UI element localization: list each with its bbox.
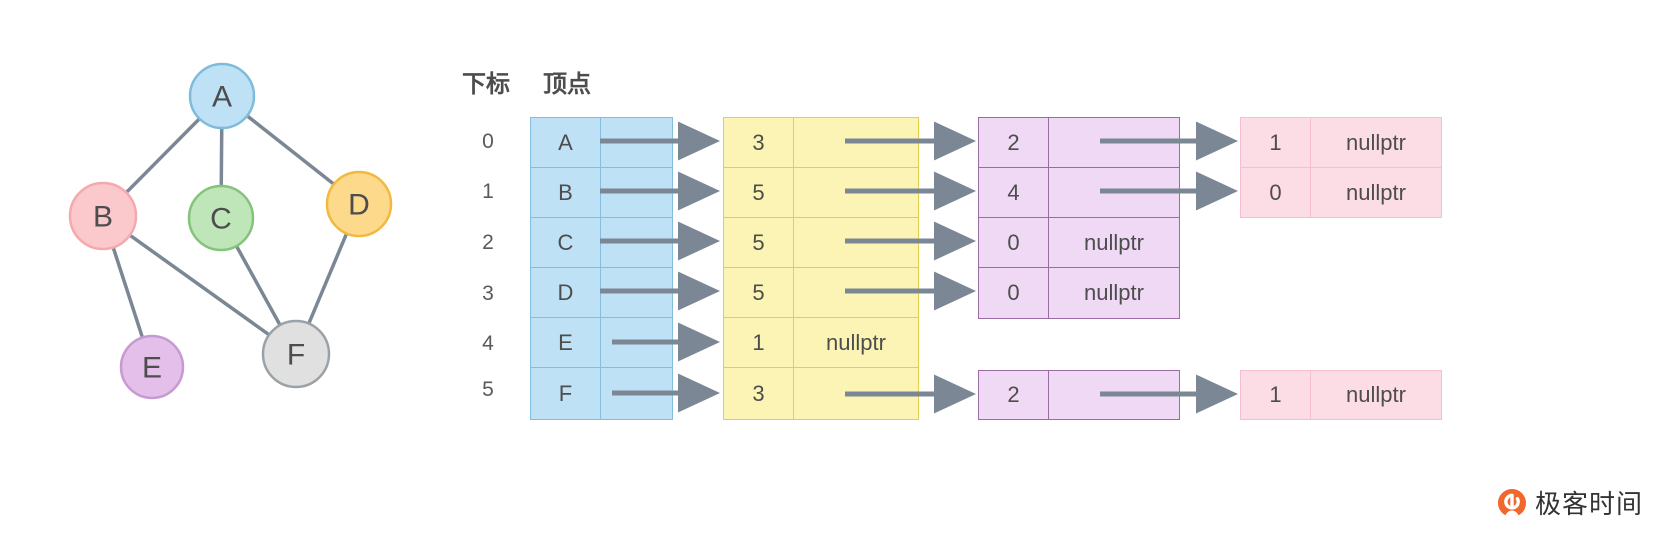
edge-node-0-1-value: 2 xyxy=(979,118,1049,167)
graph-node-c[interactable] xyxy=(187,184,255,252)
logo-text: 极客时间 xyxy=(1534,490,1643,520)
graph-illustration: A B C D E F xyxy=(68,62,393,400)
edge-node-0-0-next xyxy=(794,118,918,167)
index-label-5: 5 xyxy=(482,378,494,401)
graph-node-b[interactable] xyxy=(68,181,138,251)
vertex-row-4-value: E xyxy=(531,318,601,367)
edge-node-4-0-value: 1 xyxy=(724,318,794,367)
edge-node-3-0[interactable]: 5 xyxy=(723,267,919,318)
index-label-2: 2 xyxy=(482,231,494,254)
vertex-row-1-value: B xyxy=(531,168,601,217)
graph-node-d-label: D xyxy=(348,189,370,222)
vertex-row-3-next xyxy=(601,268,672,317)
edge-node-0-1-next xyxy=(1049,118,1179,167)
edge-node-1-0[interactable]: 5 xyxy=(723,167,919,218)
vertex-row-2-value: C xyxy=(531,218,601,267)
index-label-1: 1 xyxy=(482,180,494,203)
edge-node-1-1-value: 4 xyxy=(979,168,1049,217)
vertex-row-3-value: D xyxy=(531,268,601,317)
edge-node-4-0[interactable]: 1 nullptr xyxy=(723,317,919,368)
geektime-logo-icon xyxy=(1497,488,1526,515)
edge-node-1-2-next: nullptr xyxy=(1346,179,1406,205)
edge-node-1-0-next xyxy=(794,168,918,217)
vertex-row-3[interactable]: D xyxy=(530,267,673,318)
graph-node-d[interactable] xyxy=(325,170,393,238)
edge-node-0-2-next: nullptr xyxy=(1346,129,1406,155)
edge-node-3-0-value: 5 xyxy=(724,268,794,317)
edge-node-5-2[interactable]: 1 nullptr xyxy=(1240,370,1442,420)
vertex-row-2-next xyxy=(601,218,672,267)
vertex-row-1-next xyxy=(601,168,672,217)
edge-node-0-2[interactable]: 1 nullptr xyxy=(1240,117,1442,168)
vertex-row-0-value: A xyxy=(531,118,601,167)
edge-node-1-2-value: 0 xyxy=(1241,168,1311,217)
edge-node-0-1[interactable]: 2 xyxy=(978,117,1180,168)
edge-node-5-1[interactable]: 2 xyxy=(978,370,1180,420)
edge-node-5-2-value: 1 xyxy=(1241,371,1311,419)
edge-node-4-0-next: nullptr xyxy=(826,329,886,355)
index-label-4: 4 xyxy=(482,332,494,355)
vertex-row-5-next xyxy=(601,368,672,419)
edge-node-5-1-value: 2 xyxy=(979,371,1049,419)
edge-node-2-1[interactable]: 0 nullptr xyxy=(978,217,1180,268)
edge-node-2-0-value: 5 xyxy=(724,218,794,267)
vertex-row-0[interactable]: A xyxy=(530,117,673,168)
graph-node-f-label: F xyxy=(287,339,305,372)
vertex-row-1[interactable]: B xyxy=(530,167,673,218)
edge-node-3-1-next: nullptr xyxy=(1084,280,1144,305)
graph-nodes: A B C D E F xyxy=(68,62,393,400)
vertex-row-4[interactable]: E xyxy=(530,317,673,368)
graph-node-b-label: B xyxy=(93,201,113,234)
edge-node-0-0-value: 3 xyxy=(724,118,794,167)
vertex-row-5-value: F xyxy=(531,368,601,419)
edge-node-3-1-value: 0 xyxy=(979,268,1049,318)
graph-node-c-label: C xyxy=(210,203,232,236)
edge-node-5-0[interactable]: 3 xyxy=(723,367,919,420)
edge-node-5-0-value: 3 xyxy=(724,368,794,419)
graph-node-e[interactable] xyxy=(119,334,185,400)
edge-node-5-0-next xyxy=(794,368,918,419)
index-label-0: 0 xyxy=(482,130,494,153)
edge-node-1-2[interactable]: 0 nullptr xyxy=(1240,167,1442,218)
graph-node-a[interactable] xyxy=(188,62,256,130)
index-label-3: 3 xyxy=(482,282,494,305)
edge-node-0-2-value: 1 xyxy=(1241,118,1311,167)
edge-node-3-1[interactable]: 0 nullptr xyxy=(978,267,1180,319)
edge-node-0-0[interactable]: 3 xyxy=(723,117,919,168)
edge-node-2-1-next: nullptr xyxy=(1084,229,1144,255)
graph-node-e-label: E xyxy=(142,352,162,385)
edge-node-2-1-value: 0 xyxy=(979,218,1049,267)
edge-node-1-1-next xyxy=(1049,168,1179,217)
header-index: 下标 xyxy=(462,71,510,98)
edge-node-5-2-next: nullptr xyxy=(1346,382,1406,407)
header-vertex: 顶点 xyxy=(543,71,591,98)
edge-node-1-0-value: 5 xyxy=(724,168,794,217)
vertex-row-4-next xyxy=(601,318,672,367)
brand-logo: 极客时间 xyxy=(1497,484,1643,521)
vertex-row-2[interactable]: C xyxy=(530,217,673,268)
edge-node-3-0-next xyxy=(794,268,918,317)
vertex-row-0-next xyxy=(601,118,672,167)
edge-node-2-0[interactable]: 5 xyxy=(723,217,919,268)
graph-node-f[interactable] xyxy=(261,319,331,389)
edge-node-1-1[interactable]: 4 xyxy=(978,167,1180,218)
vertex-row-5[interactable]: F xyxy=(530,367,673,420)
edge-b-f xyxy=(101,214,298,356)
edge-node-2-0-next xyxy=(794,218,918,267)
edge-node-5-1-next xyxy=(1049,371,1179,419)
graph-node-a-label: A xyxy=(212,81,232,114)
